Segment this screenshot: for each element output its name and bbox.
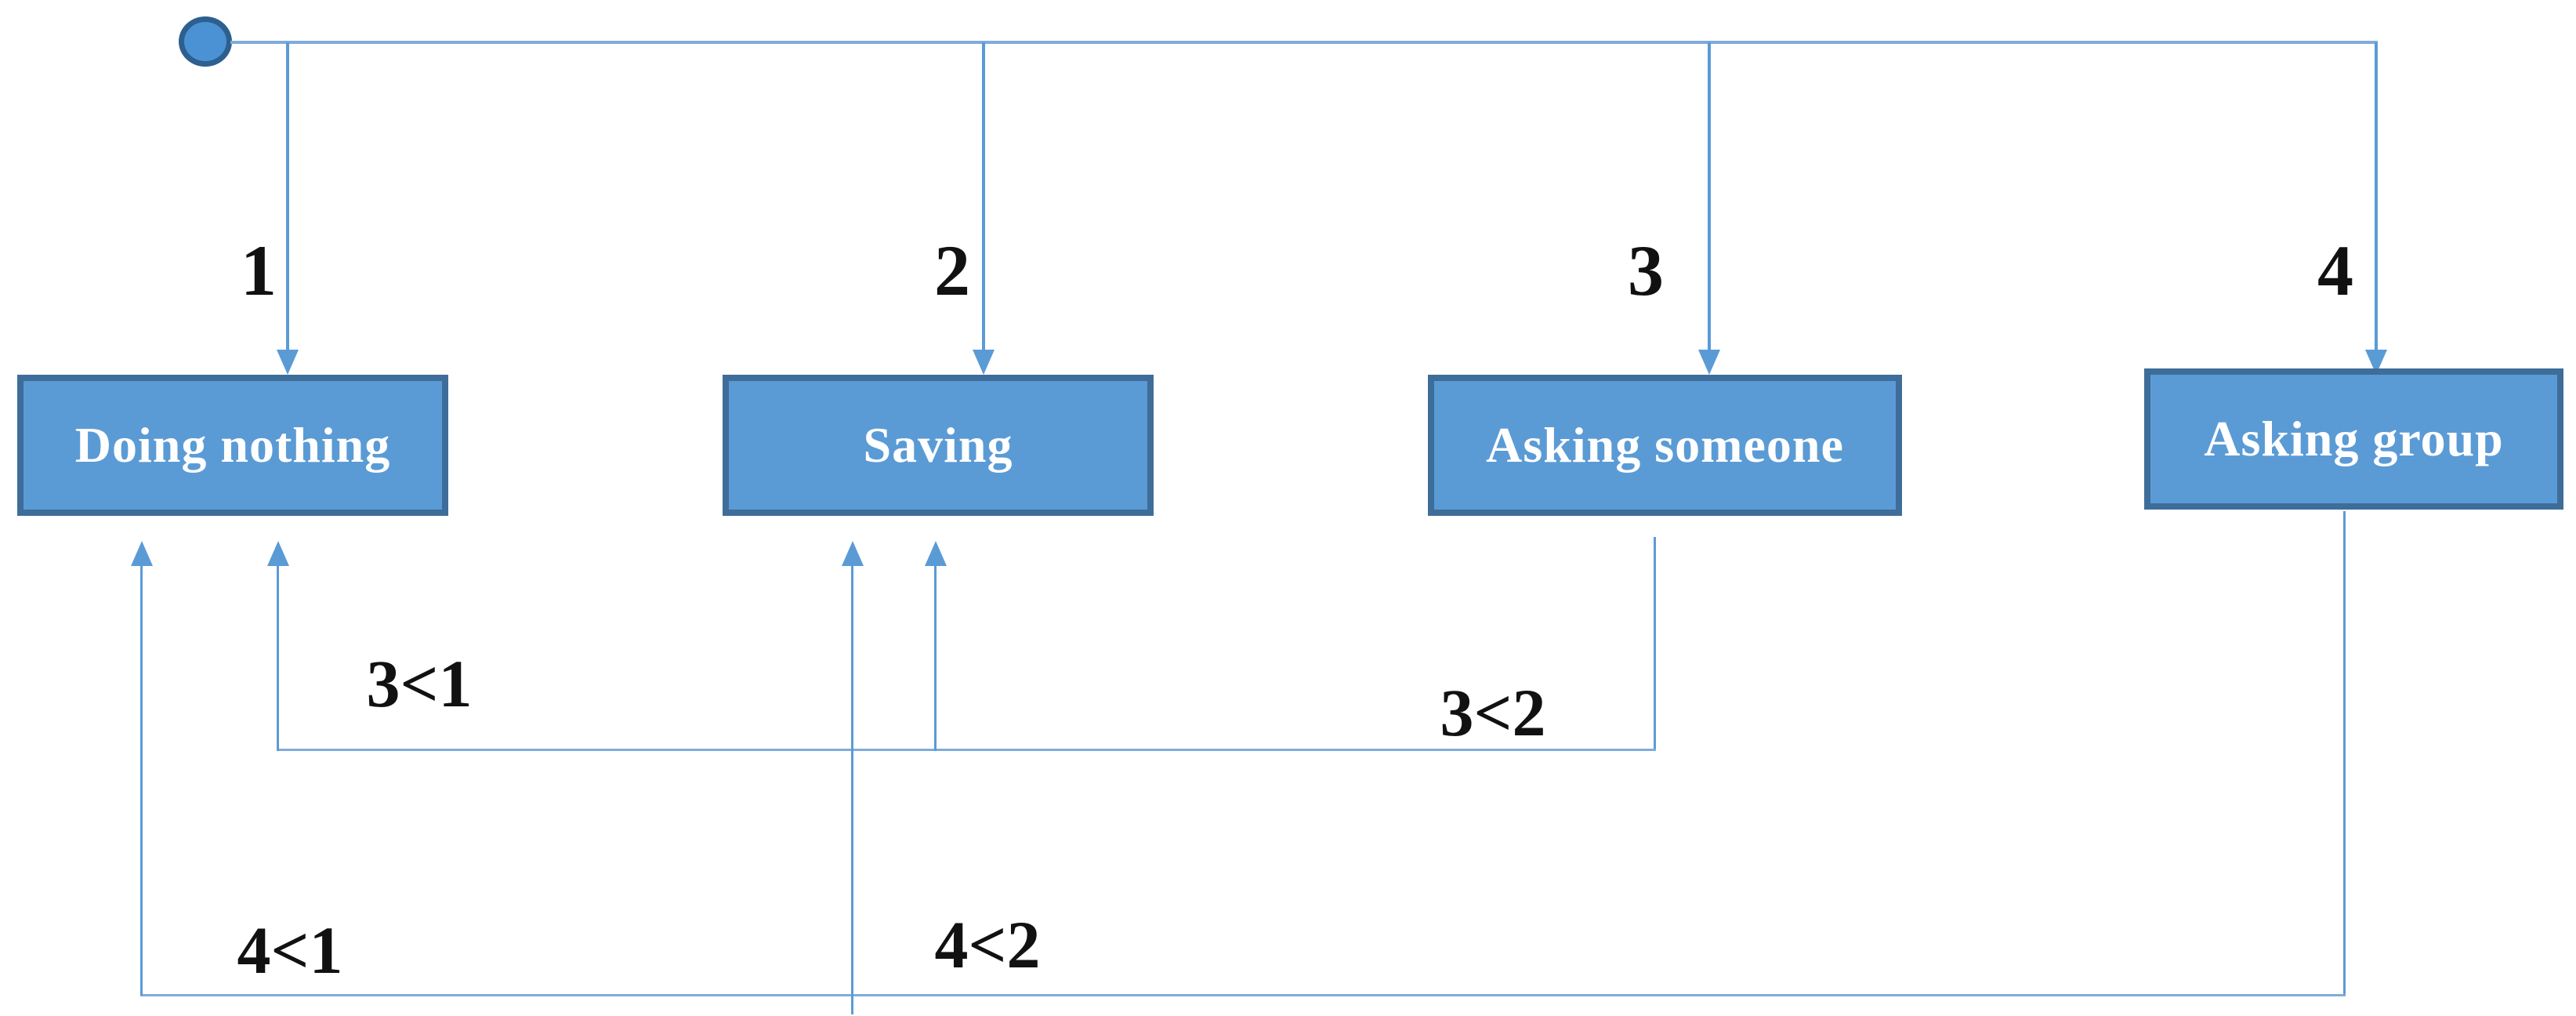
feedback-4lt1-line xyxy=(140,566,143,996)
branch-2-line xyxy=(982,42,985,350)
feedback-4lt2-line xyxy=(851,566,853,1014)
box-saving: Saving xyxy=(723,375,1154,516)
feedback-4-horizontal-line xyxy=(140,994,2346,996)
feedback-3lt1-label: 3<1 xyxy=(366,646,473,721)
branch-2-number: 2 xyxy=(934,230,970,310)
feedback-3lt1-arrowhead xyxy=(267,541,289,566)
box-saving-label: Saving xyxy=(863,417,1013,473)
feedback-3lt1-line xyxy=(277,566,279,751)
box-doing-nothing-label: Doing nothing xyxy=(74,417,391,473)
top-connector-line xyxy=(230,41,2378,44)
branch-1-line xyxy=(286,42,289,350)
feedback-4lt1-label: 4<1 xyxy=(237,913,343,988)
feedback-3lt2-line xyxy=(934,566,937,751)
branch-3-number: 3 xyxy=(1628,230,1664,310)
branch-4-number: 4 xyxy=(2317,230,2353,310)
box-doing-nothing: Doing nothing xyxy=(17,375,448,516)
feedback-3-horizontal-line xyxy=(277,749,1656,751)
feedback-3lt2-arrowhead xyxy=(925,541,947,566)
box-asking-someone-label: Asking someone xyxy=(1486,417,1844,473)
feedback-3-riser-line xyxy=(1654,537,1656,751)
branch-1-arrowhead xyxy=(277,350,299,375)
box-asking-group-label: Asking group xyxy=(2204,411,2504,466)
branch-4-line xyxy=(2375,42,2378,350)
feedback-4lt1-arrowhead xyxy=(131,541,153,566)
branch-2-arrowhead xyxy=(973,350,995,375)
feedback-4-riser-line xyxy=(2343,511,2346,996)
feedback-3lt2-label: 3<2 xyxy=(1440,675,1546,750)
start-node-circle-icon xyxy=(179,16,232,67)
feedback-4lt2-arrowhead xyxy=(842,541,864,566)
branch-3-line xyxy=(1708,42,1711,350)
feedback-4lt2-label: 4<2 xyxy=(934,907,1041,982)
box-asking-group: Asking group xyxy=(2144,368,2563,510)
box-asking-someone: Asking someone xyxy=(1428,375,1902,516)
branch-1-number: 1 xyxy=(241,230,277,310)
branch-3-arrowhead xyxy=(1698,350,1720,375)
